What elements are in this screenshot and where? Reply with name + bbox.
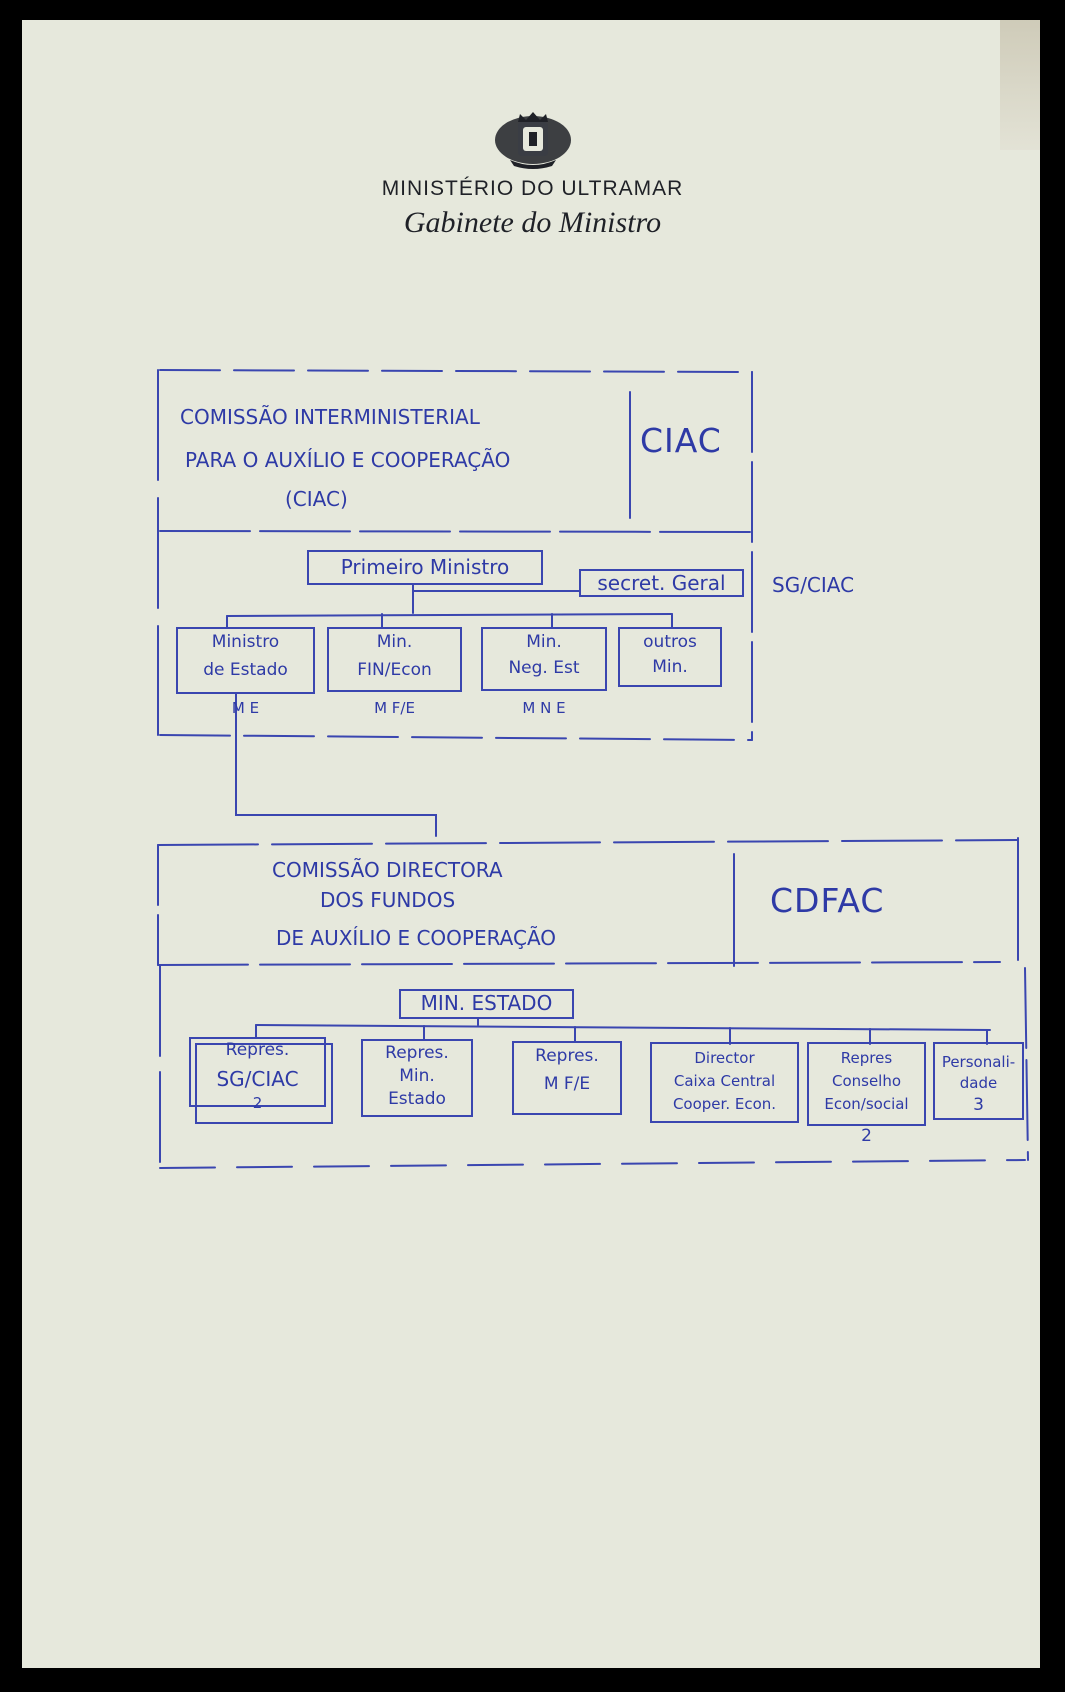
cdfac-member-3-line1: Repres.: [535, 1046, 599, 1066]
coat-of-arms-emblem: [495, 112, 571, 169]
ciac-title-line2: PARA O AUXÍLIO E COOPERAÇÃO: [185, 448, 511, 472]
ciac-member-3-abbr: M N E: [522, 699, 566, 717]
cdfac-member-1-line2: SG/CIAC: [216, 1067, 299, 1091]
cdfac-member-2-line2: Min.: [399, 1066, 435, 1086]
office-name: Gabinete do Ministro: [403, 206, 662, 239]
ciac-member-4-line1: outros: [643, 632, 697, 652]
ciac-title-line1: COMISSÃO INTERMINISTERIAL: [180, 405, 480, 429]
cdfac-member-6-line2: dade: [959, 1074, 998, 1092]
cdfac-member-2-line1: Repres.: [385, 1043, 449, 1063]
cdfac-member-4-line1: Director: [694, 1049, 755, 1067]
cdfac-member-4-line2: Caixa Central: [673, 1072, 776, 1090]
cdfac-member-4-line3: Cooper. Econ.: [672, 1095, 777, 1113]
cdfac-member-5-line3: Econ/social: [824, 1095, 909, 1113]
cdfac-member-5-line1: Repres: [840, 1049, 893, 1067]
ciac-member-1-abbr: M E: [231, 699, 260, 717]
cdfac-member-5-note: 2: [861, 1126, 872, 1146]
cdfac-member-1-line3: 2: [252, 1094, 263, 1112]
secretary-note: SG/CIAC: [772, 573, 855, 597]
ciac-member-2-line1: Min.: [376, 632, 413, 652]
cdfac-title-line1: COMISSÃO DIRECTORA: [272, 858, 503, 882]
cdfac-member-6-line3: 3: [973, 1095, 984, 1115]
ciac-member-2-line2: FIN/Econ: [357, 660, 432, 680]
ciac-member-2-abbr: M F/E: [374, 699, 415, 717]
ministry-name: MINISTÉRIO DO ULTRAMAR: [381, 177, 684, 200]
cdfac-title-line3: DE AUXÍLIO E COOPERAÇÃO: [276, 926, 557, 950]
ciac-member-3-line2: Neg. Est: [508, 658, 580, 678]
secretary-general-box: secret. Geral: [597, 571, 726, 595]
primeiro-ministro-box: Primeiro Ministro: [340, 555, 510, 579]
cdfac-title-line2: DOS FUNDOS: [320, 888, 456, 912]
cdfac-member-6-line1: Personali-: [941, 1053, 1016, 1071]
min-estado-box: MIN. ESTADO: [420, 991, 553, 1015]
ciac-member-1-line2: de Estado: [203, 660, 288, 680]
ciac-member-1-line1: Ministro: [211, 632, 280, 652]
ciac-title-line3: (CIAC): [285, 487, 348, 511]
cdfac-member-2-line3: Estado: [388, 1089, 446, 1109]
cdfac-member-1-line1: Repres.: [225, 1040, 290, 1060]
ciac-member-4-line2: Min.: [652, 657, 688, 677]
cdfac-member-3-line2: M F/E: [543, 1074, 591, 1094]
cdfac-member-5-line2: Conselho: [831, 1072, 902, 1090]
cdfac-acronym: CDFAC: [770, 881, 885, 920]
ciac-member-3-line1: Min.: [526, 632, 562, 652]
ciac-acronym: CIAC: [640, 421, 722, 460]
